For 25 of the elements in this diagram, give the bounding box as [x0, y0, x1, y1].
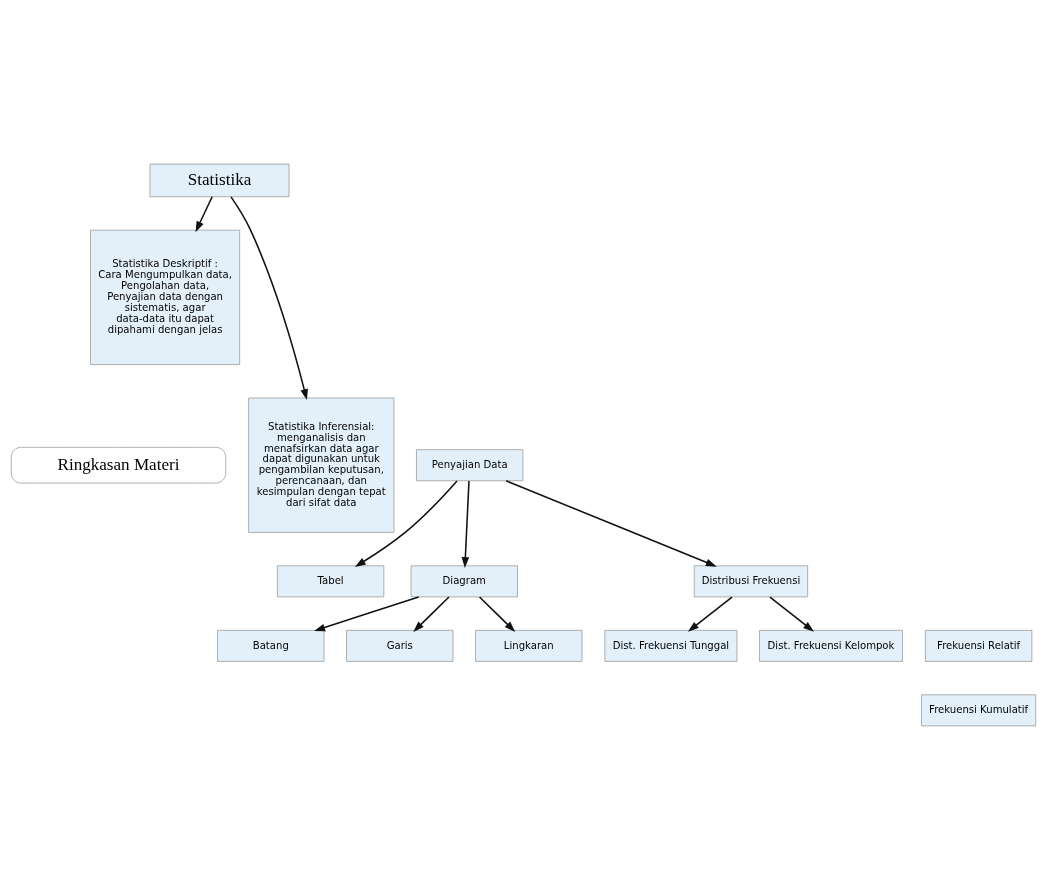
- arrow: [314, 596, 420, 632]
- arrow: [195, 196, 213, 233]
- arrow: [354, 480, 458, 567]
- node-box: Frekuensi Kumulatif: [921, 694, 1037, 727]
- node-box: Batang: [217, 629, 325, 662]
- arrow: [413, 596, 450, 632]
- arrow: [505, 480, 717, 567]
- node-box: Dist. Frekuensi Kelompok: [759, 629, 903, 662]
- arrow: [687, 596, 733, 632]
- node-box: Distribusi Frekuensi: [693, 565, 809, 598]
- node-box: Garis: [346, 629, 454, 662]
- node-box: Lingkaran: [475, 629, 583, 662]
- node-box: Diagram: [410, 565, 518, 598]
- node-box: Statistika Inferensial: menganalisis dan menafsirkan data agar dapat digunakan untuk pengambilan keputusan, perencanaan, dan kesimpulan dengan tepat dari sifat data: [248, 397, 395, 533]
- arrow: [230, 196, 308, 401]
- arrow: [769, 596, 815, 632]
- node-box: Ringkasan Materi: [10, 446, 227, 484]
- node-box: Frekuensi Relatif: [925, 629, 1033, 662]
- arrow: [478, 596, 516, 632]
- node-box: Penyajian Data: [416, 449, 524, 482]
- node-box: Statistika: [149, 163, 290, 198]
- node-box: Dist. Frekuensi Tunggal: [604, 629, 738, 662]
- node-box: Tabel: [277, 565, 385, 598]
- arrow: [461, 480, 470, 568]
- node-box: Statistika Deskriptif : Cara Mengumpulkan data, Pengolahan data, Penyajian data dengan sistematis, agar data-data itu dapat dipahami dengan jelas: [90, 229, 241, 365]
